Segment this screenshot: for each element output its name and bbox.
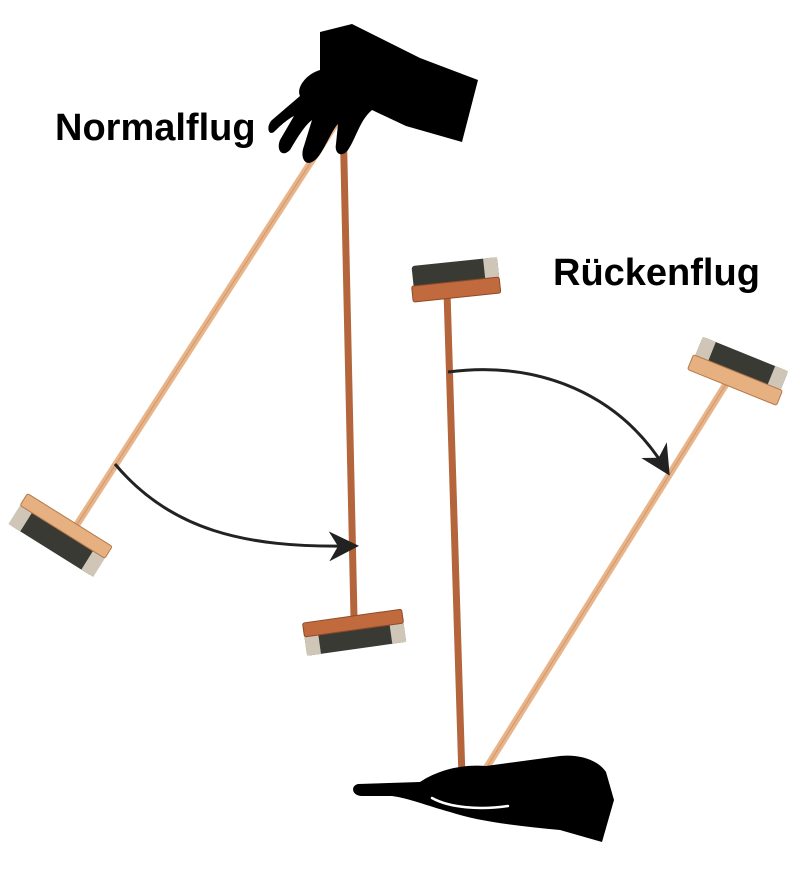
ruecken-vertical-stick xyxy=(443,288,466,782)
ruecken-tilted-bristles xyxy=(695,337,788,391)
palm-finger-line xyxy=(430,796,510,810)
ruecken-tilted-brush-head xyxy=(687,336,789,406)
label-rueckenflug: Rückenflug xyxy=(553,252,760,294)
normal-broom-swing xyxy=(8,113,344,578)
ruecken-tilted-bristles-end-left xyxy=(694,336,716,363)
normal-hanging-bristles xyxy=(304,620,406,656)
hand-holding-icon xyxy=(268,24,478,163)
normal-swing-arrow xyxy=(113,463,359,562)
ruecken-swing-arrow xyxy=(447,368,670,476)
normal-hanging-stick xyxy=(339,113,358,622)
ruecken-broom-tilted xyxy=(476,336,789,782)
normal-hanging-bristles-end-right xyxy=(389,620,407,644)
ruecken-tilted-brush-wood xyxy=(687,354,783,406)
normal-swing-stick-edge xyxy=(75,116,341,527)
normal-swing-bristles xyxy=(11,504,105,575)
label-normalflug: Normalflug xyxy=(55,107,256,149)
normal-hanging-brush-head xyxy=(302,608,407,656)
normal-swing-brush-wood xyxy=(20,493,113,559)
ruecken-tilted-stick-edge xyxy=(479,383,727,779)
ruecken-vertical-bristles-end xyxy=(483,257,500,281)
normal-hanging-brush-wood xyxy=(302,608,404,638)
ruecken-broom-vertical xyxy=(411,257,502,782)
ruecken-vertical-brush-head xyxy=(411,257,502,303)
palm-up-hand-icon xyxy=(353,755,614,842)
ruecken-tilted-bristles-end-right xyxy=(766,366,789,392)
normal-broom-hanging xyxy=(302,113,407,656)
ruecken-vertical-brush-wood xyxy=(411,276,502,303)
normal-hanging-bristles-end-left xyxy=(304,632,321,656)
normal-swing-brush-head xyxy=(8,493,113,578)
